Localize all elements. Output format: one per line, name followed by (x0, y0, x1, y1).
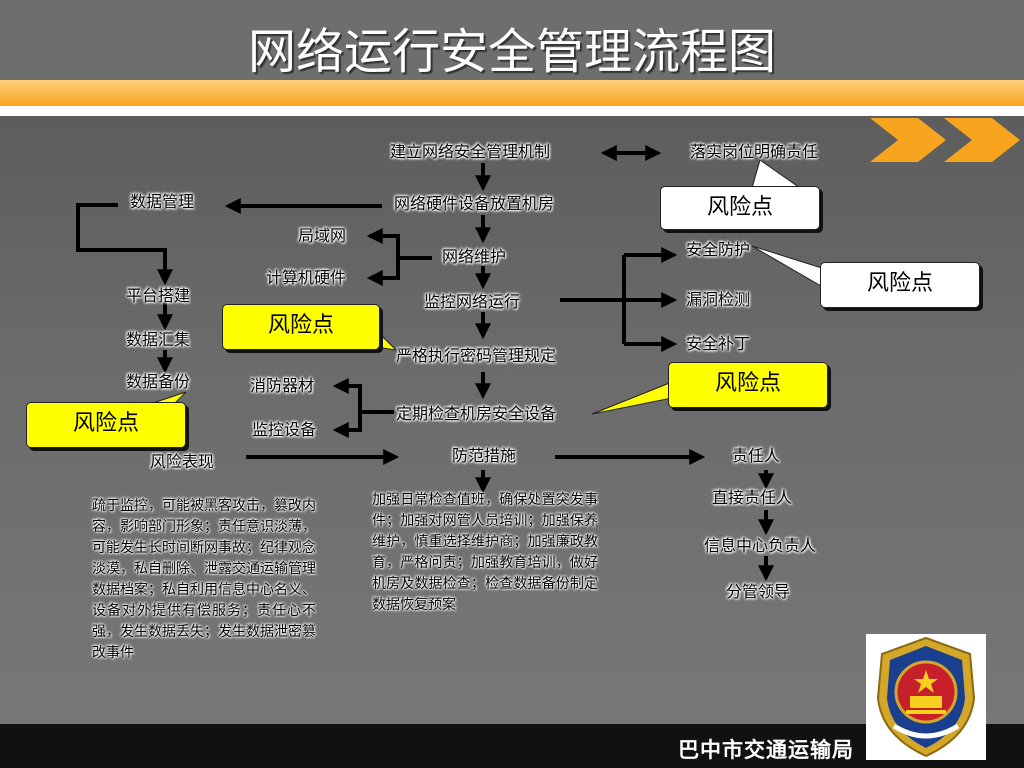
node-platform: 平台搭建 (126, 286, 191, 305)
emblem-icon (876, 636, 976, 758)
node-risk-show: 风险表现 (150, 452, 215, 471)
risk-callout-1: 风险点 (660, 186, 820, 230)
accent-band (0, 80, 1024, 106)
node-direct-resp: 直接责任人 (712, 488, 793, 507)
title-bar (0, 0, 1024, 80)
callout-pointer-4 (591, 381, 673, 415)
footer-bar (0, 724, 1024, 768)
node-data-management: 数据管理 (130, 192, 195, 211)
callout-pointer-2 (751, 245, 829, 291)
risk-callout-4: 风险点 (668, 362, 828, 408)
footer-org: 巴中市交通运输局 (678, 738, 854, 762)
node-monitor-network: 监控网络运行 (424, 292, 521, 311)
node-password-policy: 严格执行密码管理规定 (396, 346, 557, 365)
node-monitor-equipment: 监控设备 (252, 420, 317, 439)
node-data-backup: 数据备份 (126, 372, 191, 391)
risk-callout-5: 风险点 (26, 402, 186, 448)
node-mechanism: 建立网络安全管理机制 (390, 142, 551, 161)
node-data-collect: 数据汇集 (126, 330, 191, 349)
page-title: 网络运行安全管理流程图 (247, 24, 776, 80)
arrow-to-lan (366, 228, 432, 260)
node-check-equipment: 定期检查机房安全设备 (396, 404, 557, 423)
node-center-head: 信息中心负责人 (704, 536, 817, 555)
arrow-to-hardware (366, 258, 400, 286)
risk-description: 疏于监控，可能被黑客攻击，篡改内容，影响部门形象；责任意识淡薄，可能发生长时间断… (92, 498, 316, 661)
node-maintenance: 网络维护 (442, 247, 507, 266)
node-security-patch: 安全补丁 (686, 334, 751, 353)
node-lan: 局域网 (298, 226, 347, 245)
node-security-protect: 安全防护 (686, 240, 751, 259)
node-fire-equipment: 消防器材 (250, 376, 315, 395)
node-hardware-room: 网络硬件设备放置机房 (394, 194, 555, 213)
callout-pointer-1 (751, 159, 802, 189)
chevron-decoration (870, 118, 1020, 162)
arrow-data-branch (76, 203, 173, 286)
arrow-to-fire (332, 378, 394, 414)
node-leader: 分管领导 (726, 582, 791, 601)
node-prevention: 防范措施 (452, 446, 517, 465)
node-responsibility: 落实岗位明确责任 (690, 142, 819, 161)
risk-callout-3: 风险点 (222, 304, 380, 350)
node-resp-person: 责任人 (732, 446, 781, 465)
node-vulnerability-scan: 漏洞检测 (686, 290, 751, 309)
white-band (0, 106, 1024, 116)
risk-callout-2: 风险点 (820, 262, 980, 308)
node-computer-hardware: 计算机硬件 (266, 268, 347, 287)
police-emblem (866, 634, 986, 760)
arrow-to-camera (332, 412, 362, 438)
prevention-description: 加强日常检查值班，确保处置突发事件；加强对网管人员培训；加强保养维护，慎重选择维… (372, 492, 598, 613)
